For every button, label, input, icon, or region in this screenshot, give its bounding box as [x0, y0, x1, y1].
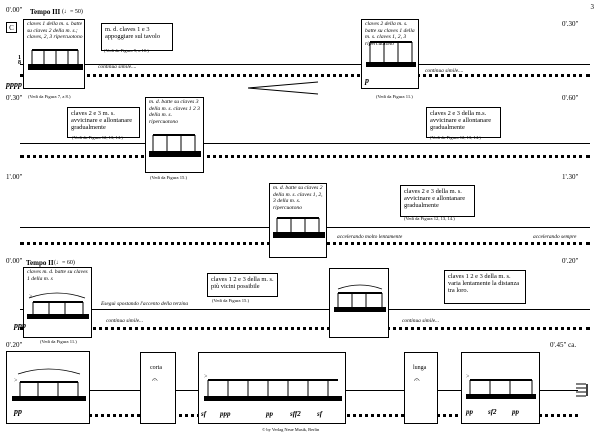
staff-line	[20, 143, 590, 144]
instruction-box: claves 2 e 3 della m.s. avvicinare e all…	[426, 107, 501, 138]
quarter-note-icon: ♩	[64, 9, 70, 15]
figure-reference: (Vedi da Figura 11.)	[40, 339, 77, 344]
dotted-line	[20, 74, 590, 77]
dynamic-marking: p	[365, 76, 369, 85]
system3-time-end: 1'.30"	[562, 173, 579, 181]
page-number: 3	[590, 3, 595, 11]
dynamic-marking: sf2	[488, 408, 497, 416]
dynamic-marking: pp	[14, 407, 22, 416]
dynamic-marking: sf	[317, 410, 323, 418]
dynamic-marking: pp	[512, 408, 519, 416]
figure-reference: (Vedi da Figura 11.)	[376, 94, 413, 99]
continuation-text: continua simile....	[425, 68, 464, 74]
rhythm-notation	[149, 134, 201, 157]
system4-time-end: 0'.20"	[562, 257, 579, 265]
fermata-label: lunga	[413, 365, 427, 371]
rhythm-notation: >	[204, 374, 342, 401]
rhythm-notation	[334, 284, 386, 312]
instruction-text: claves 1 della m. s. batte su claves 2 d…	[27, 21, 83, 40]
tempo-label: Tempo II	[26, 259, 54, 267]
instruction-text: m. d. batte su claves 3 della m. s. clav…	[149, 99, 200, 125]
figure-reference: (Vedi da Figura 12, 13, 14.)	[430, 135, 481, 140]
svg-text:>: >	[466, 374, 470, 380]
staff-line	[20, 309, 590, 310]
system4-time-start: 0'.00"	[6, 257, 23, 265]
notation-box	[269, 183, 327, 258]
notation-box	[461, 352, 540, 424]
dynamic-marking: pp	[466, 408, 473, 416]
system1-time-start: 0'.00"	[6, 6, 23, 14]
staff-line	[20, 64, 590, 65]
svg-text:>: >	[29, 294, 33, 300]
continuation-text: continua simile...	[402, 318, 440, 324]
figure-reference: (Vedi da Figura 9, a 10.)	[104, 48, 149, 53]
continuation-text: continua simile....	[98, 64, 137, 70]
dotted-line	[20, 327, 590, 330]
dynamic-marking: sff2	[290, 410, 301, 418]
performance-instruction: Eseguì spostando l'accento della terzina	[101, 301, 189, 307]
svg-text:>: >	[14, 378, 18, 384]
end-barline-icon	[576, 383, 588, 397]
fermata-icon: 𝄐	[152, 375, 158, 386]
continuation-text: continua simile...	[106, 318, 144, 324]
system1-time-end: 0'.30"	[562, 20, 579, 28]
instruction-box: claves 1 2 e 3 della m. s. varia lentame…	[444, 270, 526, 304]
copyright-footer: © by Verlag Neue Musik, Berlin	[262, 427, 320, 432]
fermata-box	[140, 352, 176, 424]
figure-reference: (Vedi da Figura 15.)	[150, 175, 187, 180]
figure-reference: (Vedi da Figura 15.)	[212, 298, 249, 303]
tempo-instruction: accelerando sempre	[533, 234, 577, 240]
rhythm-notation: >	[12, 368, 86, 401]
notation-box	[198, 352, 346, 424]
fermata-icon: 𝄐	[414, 375, 420, 386]
system2-time-end: 0'.60"	[562, 94, 579, 102]
dotted-line	[20, 155, 590, 158]
instruction-text: claves 2 della m. s. batte su claves 1 d…	[365, 21, 415, 47]
system5-time-end: 0'.45" ca.	[550, 341, 577, 349]
tempo-label: Tempo III	[30, 8, 61, 16]
dynamic-marking: sf	[201, 410, 207, 418]
rhythm-notation	[273, 217, 325, 238]
system3-time-start: 1'.00"	[6, 173, 23, 181]
dynamic-marking: ppp	[14, 321, 26, 330]
instruction-box: claves 1 2 e 3 della m. s. più vicini po…	[207, 273, 278, 297]
dynamic-marking: pp	[266, 410, 273, 418]
tempo-value: (♩= 60)	[54, 260, 75, 266]
system2-time-start: 0'.30"	[6, 94, 23, 102]
instruction-box: m. d. claves 1 e 3 appoggiare sul tavolo	[101, 23, 173, 51]
rhythm-notation: >	[466, 374, 536, 399]
figure-reference: (Vedi da Figura 7, a 8.)	[28, 94, 71, 99]
notation-box	[23, 19, 85, 89]
rhythm-notation	[28, 49, 83, 70]
rhythm-notation	[366, 41, 416, 67]
notation-box	[329, 268, 389, 338]
instruction-box: claves 2 e 3 della m. s. avvicinare e al…	[400, 185, 475, 217]
instruction-text: claves m. d. batte su claves 1 della m. …	[27, 269, 88, 282]
rehearsal-mark: C	[6, 22, 17, 33]
fermata-label: corta	[150, 365, 162, 371]
svg-text:>: >	[204, 374, 208, 380]
tempo-instruction: accelerando molto lentamente	[337, 234, 403, 240]
rhythm-notation: >	[27, 292, 89, 319]
instruction-box: claves 2 e 3 m. s. avvicinare e allontan…	[67, 107, 140, 138]
figure-reference: (Vedi da Figura 12, 13, 14.)	[72, 135, 123, 140]
quarter-note-icon: ♩	[56, 260, 62, 266]
crescendo-hairpin	[247, 81, 319, 95]
instruction-text: m. d. batte su claves 2 della m. s. clav…	[273, 185, 323, 211]
fermata-box	[404, 352, 438, 424]
figure-reference: (Vedi da Figura 12, 13, 14.)	[404, 216, 455, 221]
notation-box	[361, 19, 419, 89]
dynamic-marking: pppp	[6, 80, 22, 89]
dynamic-marking: ppp	[220, 410, 231, 418]
tempo-value: (♩= 50)	[62, 9, 83, 15]
system5-time-start: 0'.20"	[6, 341, 23, 349]
